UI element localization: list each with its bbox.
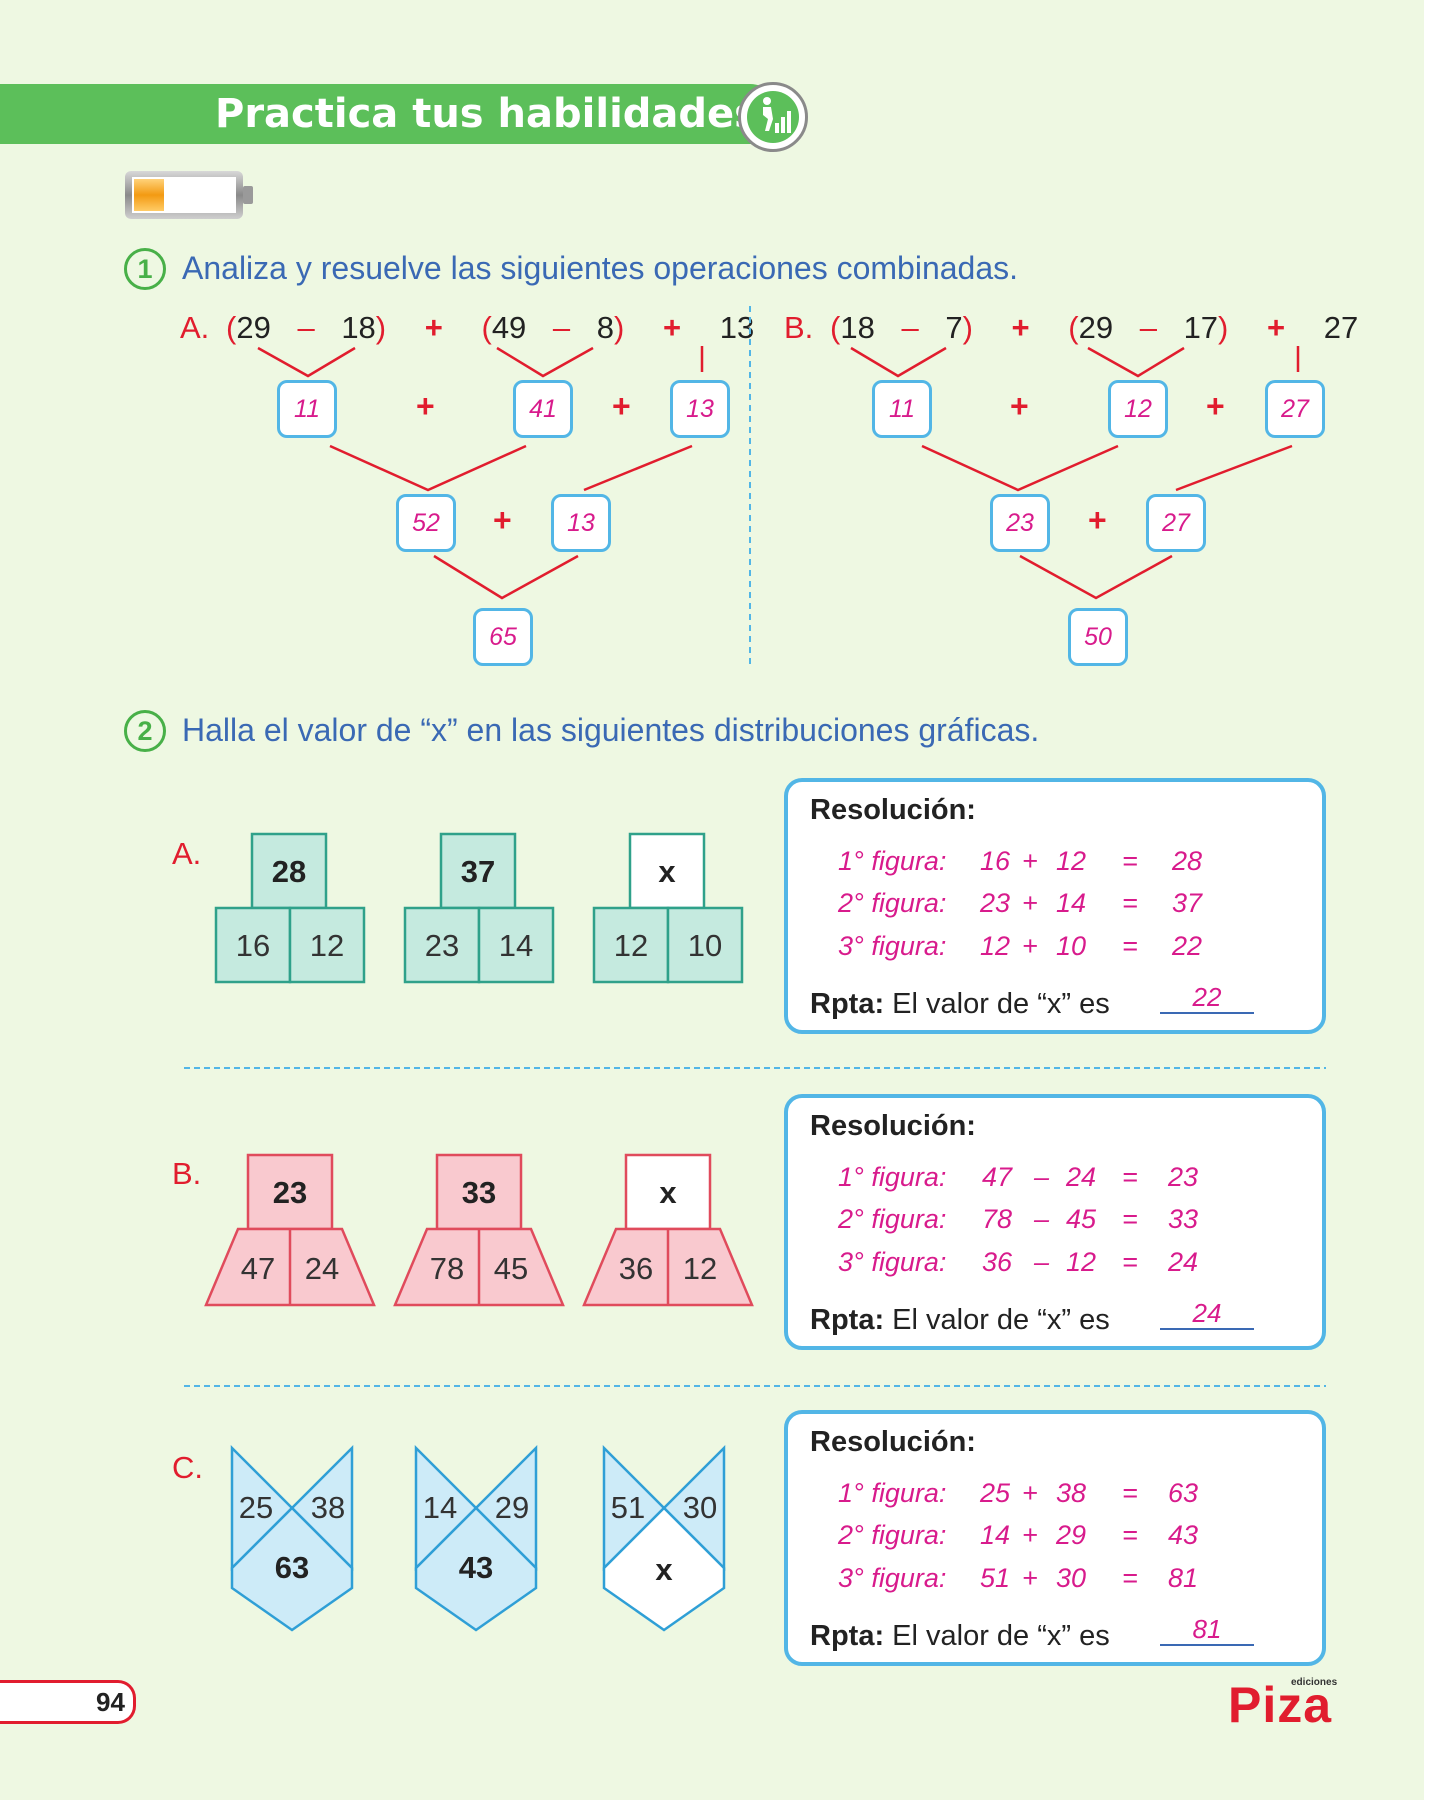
question-number: 1 xyxy=(124,248,166,290)
figure-left: 23 xyxy=(425,928,459,963)
figure-right: 38 xyxy=(311,1490,345,1525)
figure-b3: x 36 12 xyxy=(582,1153,754,1307)
figure-top: x xyxy=(659,1175,677,1210)
figures-b: 23 47 24 33 78 45 x 36 12 xyxy=(204,1153,754,1307)
figure-left: 51 xyxy=(611,1490,645,1525)
item-letter: C. xyxy=(172,1450,203,1485)
answer-box: 12 xyxy=(1108,380,1168,438)
page-margin xyxy=(1424,0,1452,1800)
figure-a3: x 12 10 xyxy=(592,832,744,984)
item-letter: A. xyxy=(172,836,202,871)
figure-top: 33 xyxy=(462,1175,496,1210)
answer-box: 27 xyxy=(1146,494,1206,552)
figure-top: 37 xyxy=(461,854,495,889)
item-letter: A. xyxy=(180,310,210,345)
answer-box: 52 xyxy=(396,494,456,552)
figure-b2: 33 78 45 xyxy=(393,1153,565,1307)
question-text: Analiza y resuelve las siguientes operac… xyxy=(182,250,1019,286)
figure-right: 14 xyxy=(499,928,533,963)
battery-level-icon xyxy=(125,171,253,219)
figure-bottom: 63 xyxy=(275,1550,309,1585)
item-letter: B. xyxy=(172,1156,202,1191)
plus-sign: + xyxy=(1010,388,1029,424)
resolution-box-a: Resolución: 1° figura:16+12=28 2° figura… xyxy=(784,778,1326,1034)
figure-c2: 14 29 43 xyxy=(414,1444,538,1632)
question-number: 2 xyxy=(124,710,166,752)
expression-a: (29 – 18) + (49 – 8) + 13 xyxy=(226,310,755,345)
resolution-title: Resolución: xyxy=(810,794,976,826)
figure-left: 12 xyxy=(614,928,648,963)
answer-box: 23 xyxy=(990,494,1050,552)
figure-top: x xyxy=(658,854,676,889)
figure-a1: 28 16 12 xyxy=(214,832,366,984)
figures-c: 25 38 63 14 29 43 51 30 x xyxy=(230,1444,726,1632)
progress-person-icon xyxy=(738,82,808,152)
answer-box: 41 xyxy=(513,380,573,438)
resolution-box-b: Resolución: 1° figura:47–24=23 2° figura… xyxy=(784,1094,1326,1350)
figure-bottom: 43 xyxy=(459,1550,493,1585)
figure-left: 47 xyxy=(241,1251,275,1286)
resolution-title: Resolución: xyxy=(810,1426,976,1458)
figure-right: 30 xyxy=(683,1490,717,1525)
figure-right: 45 xyxy=(494,1251,528,1286)
figures-a: 28 16 12 37 23 14 x 12 10 xyxy=(214,832,744,984)
page-number: 94 xyxy=(96,1687,125,1717)
figure-left: 14 xyxy=(423,1490,457,1525)
plus-sign: + xyxy=(1088,502,1107,538)
figure-left: 25 xyxy=(239,1490,273,1525)
answer-box: 11 xyxy=(872,380,932,438)
answer-box: 50 xyxy=(1068,608,1128,666)
plus-sign: + xyxy=(493,502,512,538)
figure-b1: 23 47 24 xyxy=(204,1153,376,1307)
figure-top: 23 xyxy=(273,1175,307,1210)
section-banner xyxy=(0,84,780,144)
answer-blank: 81 xyxy=(1160,1614,1254,1646)
figure-left: 78 xyxy=(430,1251,464,1286)
answer-blank: 24 xyxy=(1160,1298,1254,1330)
tree-lines-a xyxy=(257,306,1300,668)
figure-top: 28 xyxy=(272,854,306,889)
item-letter: B. xyxy=(784,310,814,345)
plus-sign: + xyxy=(612,388,631,424)
figure-a2: 37 23 14 xyxy=(403,832,555,984)
answer-blank: 22 xyxy=(1160,982,1254,1014)
figure-right: 10 xyxy=(688,928,722,963)
question-text: Halla el valor de “x” en las siguientes … xyxy=(182,712,1040,748)
expression-b: (18 – 7) + (29 – 17) + 27 xyxy=(830,310,1359,345)
answer-box: 11 xyxy=(277,380,337,438)
figure-right: 24 xyxy=(305,1251,339,1286)
figure-c3: 51 30 x xyxy=(602,1444,726,1632)
publisher-logo: Piza xyxy=(1228,1677,1333,1733)
figure-right: 29 xyxy=(495,1490,529,1525)
answer-line: Rpta: El valor de “x” es xyxy=(810,1620,1110,1652)
plus-sign: + xyxy=(1206,388,1225,424)
section-dividers xyxy=(184,1067,1326,1387)
resolution-title: Resolución: xyxy=(810,1110,976,1142)
answer-box: 13 xyxy=(551,494,611,552)
answer-box: 65 xyxy=(473,608,533,666)
figure-left: 16 xyxy=(236,928,270,963)
answer-line: Rpta: El valor de “x” es xyxy=(810,988,1110,1020)
answer-box: 13 xyxy=(670,380,730,438)
figure-c1: 25 38 63 xyxy=(230,1444,354,1632)
resolution-box-c: Resolución: 1° figura:25+38=63 2° figura… xyxy=(784,1410,1326,1666)
answer-box: 27 xyxy=(1265,380,1325,438)
figure-right: 12 xyxy=(310,928,344,963)
answer-line: Rpta: El valor de “x” es xyxy=(810,1304,1110,1336)
publisher-tagline: ediciones xyxy=(1291,1677,1338,1688)
plus-sign: + xyxy=(416,388,435,424)
section-title: Practica tus habilidades xyxy=(215,91,758,137)
page-number-tab xyxy=(0,1680,136,1724)
figure-left: 36 xyxy=(619,1251,653,1286)
figure-right: 12 xyxy=(683,1251,717,1286)
figure-bottom: x xyxy=(655,1552,673,1587)
